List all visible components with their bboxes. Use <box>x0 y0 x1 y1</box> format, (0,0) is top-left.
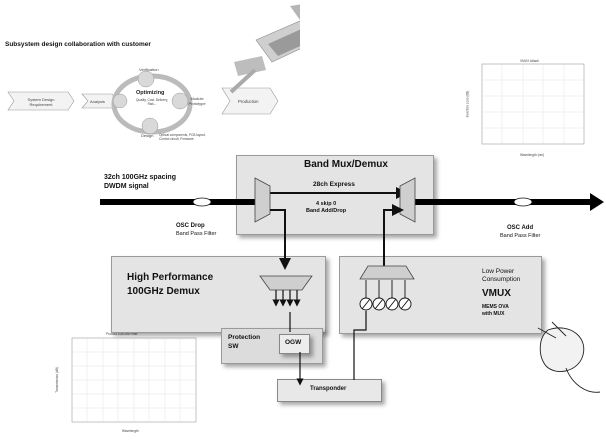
osc-drop-title: OSC Drop <box>176 223 205 229</box>
chart-top-right: VMUX Attach Wavelength (nm) Insertion Lo… <box>465 56 602 164</box>
osc-add-title: OSC Add <box>507 225 534 231</box>
chart-bottom-xlabel: Wavelength <box>122 429 139 433</box>
dwdm-signal-bar <box>100 193 604 211</box>
voa-array <box>359 297 412 311</box>
process-flow: System Design Requirement Analysis Verif… <box>0 0 300 160</box>
plug-illustration <box>537 321 601 393</box>
demux-title-2: 100GHz Demux <box>127 286 200 297</box>
osc-add-sub: Band Pass Filter <box>500 233 541 239</box>
stage-production: Production <box>238 99 259 104</box>
band-mux-adddrop-1: 4 skip 0 <box>316 201 337 207</box>
vmux-sub-2: with MUX <box>482 311 505 317</box>
ogw-label: OGW <box>285 339 302 346</box>
signal-label-2: DWDM signal <box>104 183 149 190</box>
stage-design: Design <box>141 133 154 138</box>
vmux-line2: Consumption <box>482 276 521 283</box>
chart-top-title: VMUX Attach <box>520 59 539 63</box>
band-mux-trapezoid <box>399 177 416 223</box>
vmux-sub-1: MEMS OVA <box>482 304 509 310</box>
protection-label-1: Protection <box>228 334 261 341</box>
stage-module-prototype: Module Prototype <box>188 96 206 106</box>
process-flow-arrows <box>7 4 300 135</box>
chart-bottom-title: Prodoct 100GHz Filter <box>106 332 138 336</box>
osc-drop-sub: Band Pass Filter <box>176 231 217 237</box>
stage-verification: Verification <box>139 67 159 72</box>
band-mux-title: Band Mux/Demux <box>304 159 388 170</box>
demux-trapezoid <box>259 275 313 291</box>
band-demux-trapezoid <box>254 177 271 223</box>
vmux-title: VMUX <box>482 288 511 299</box>
vmux-trapezoid <box>359 265 415 280</box>
osc-drop-lens <box>192 197 212 207</box>
osc-add-lens <box>513 197 533 207</box>
band-mux-express: 28ch Express <box>313 181 355 188</box>
band-mux-adddrop-2: Band Add/Drop <box>306 208 347 214</box>
stage-analysis: Analysis <box>90 99 105 104</box>
page-title: Subsystem design collaboration with cust… <box>5 41 151 48</box>
chart-top-grid <box>481 63 585 145</box>
optimizing-detail: Quality, Cost, Delivery, Risk... <box>136 98 168 106</box>
design-detail: Optical components, PCB layout, Control … <box>159 133 206 141</box>
chart-bottom-left: Prodoct 100GHz Filter Wavelength Transmi… <box>55 330 214 438</box>
transponder-label: Transponder <box>310 386 347 392</box>
demux-title-1: High Performance <box>127 272 214 283</box>
chart-top-xlabel: Wavelength (nm) <box>520 153 545 157</box>
vmux-line1: Low Power <box>482 268 515 275</box>
signal-label-1: 32ch 100GHz spacing <box>104 174 176 181</box>
protection-label-2: SW <box>228 343 239 350</box>
chart-bottom-grid <box>71 337 197 423</box>
stage-system-design: System Design Requirement <box>27 97 55 107</box>
ogw-box <box>279 334 310 354</box>
stage-optimizing: Optimizing <box>136 90 165 96</box>
